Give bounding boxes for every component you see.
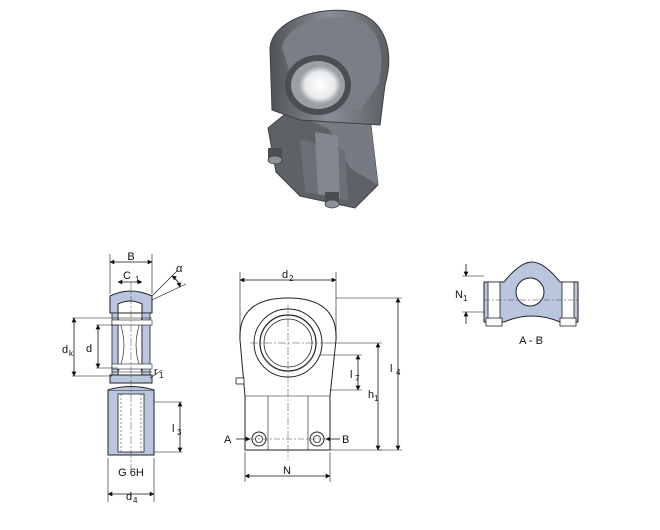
rod-end-3d-render bbox=[267, 9, 390, 209]
angle-alpha-label: α bbox=[176, 263, 183, 275]
dimension-dk-subscript: k bbox=[69, 349, 74, 358]
dimension-n1-label: N bbox=[455, 289, 463, 301]
dimension-d4-subscript: 4 bbox=[133, 496, 138, 505]
radius-r1-label: r bbox=[154, 366, 158, 378]
dimension-h1-label: h bbox=[368, 389, 374, 401]
dimension-d2-subscript: 2 bbox=[289, 274, 294, 283]
dimension-h1-subscript: 1 bbox=[374, 394, 379, 403]
dimension-c1-subscript: 1 bbox=[135, 275, 140, 284]
thread-spec-label: G 6H bbox=[118, 467, 144, 479]
dimension-l4-label: l bbox=[390, 363, 392, 375]
front-view bbox=[235, 297, 337, 460]
side-view-dimensions: B C 1 α d k d r 1 l 3 G 6H bbox=[62, 251, 187, 505]
dimension-n1-subscript: 1 bbox=[463, 294, 468, 303]
dimension-c1-label: C bbox=[123, 270, 131, 282]
dimension-l3-subscript: 3 bbox=[177, 428, 182, 437]
dimension-l7-subscript: 7 bbox=[355, 374, 360, 383]
side-view bbox=[107, 282, 155, 470]
dimension-l3-label: l bbox=[172, 423, 174, 435]
dimension-d4-label: d bbox=[126, 491, 132, 503]
dimension-d2-label: d bbox=[282, 269, 288, 281]
section-view-a-b: N 1 A - B bbox=[455, 261, 579, 347]
dimension-d-label: d bbox=[86, 343, 92, 355]
dimension-l7-label: l bbox=[350, 369, 352, 381]
dimension-n-label: N bbox=[283, 465, 291, 477]
bolt-icon bbox=[267, 148, 283, 165]
radius-r1-subscript: 1 bbox=[159, 371, 164, 380]
bolt-icon bbox=[324, 192, 340, 209]
front-view-dimensions: d 2 l 7 h 1 l 4 A B N bbox=[224, 269, 402, 482]
section-mark-a-label: A bbox=[224, 434, 232, 446]
section-mark-b-label: B bbox=[342, 434, 349, 446]
dimension-dk-label: d bbox=[62, 344, 68, 356]
section-caption: A - B bbox=[519, 335, 543, 347]
dimension-b-label: B bbox=[127, 251, 134, 263]
dimension-l4-subscript: 4 bbox=[396, 368, 401, 377]
